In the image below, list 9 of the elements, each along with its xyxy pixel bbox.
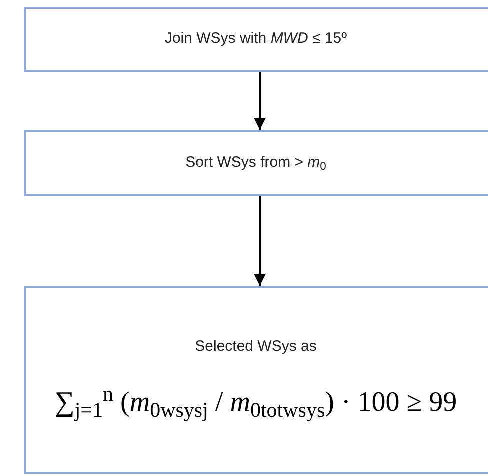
process-box [24, 286, 488, 474]
arrow [254, 196, 266, 286]
step-text: Sort WSys from > m$_{0}$ [186, 152, 326, 174]
process-box [24, 130, 488, 196]
process-box [24, 7, 488, 72]
step-text: Selected WSys as [195, 336, 317, 357]
step-text: Join WSys with MWD ≤ 15º [164, 29, 348, 50]
formula: ∑$_{j=1}$$^{n}$ (m$_{0wsysj}$ / m$_{0totwsys}$) · 100 ≥ 99 [54, 382, 458, 424]
arrow [254, 72, 266, 130]
